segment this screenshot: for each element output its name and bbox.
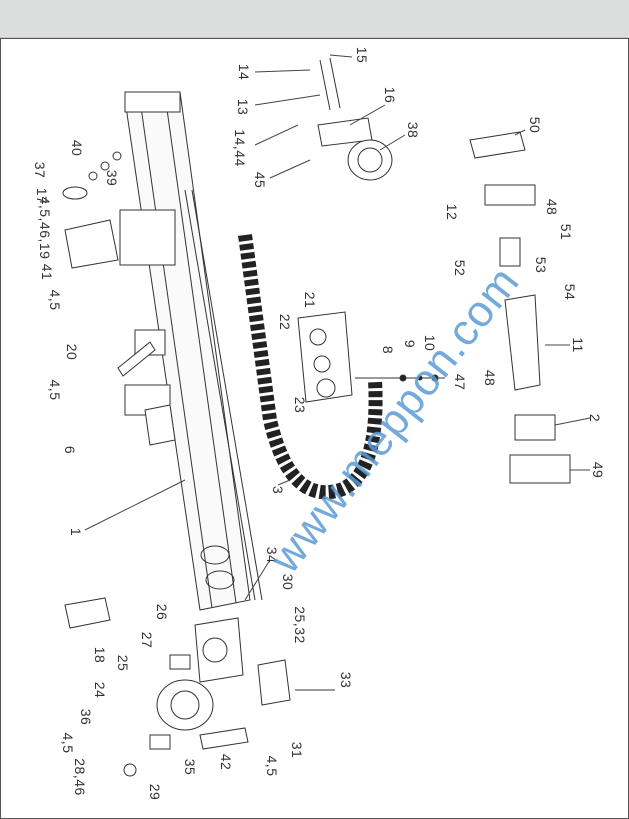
part-label: 45 <box>252 171 268 189</box>
part-label: 14 <box>236 63 252 81</box>
part-label: 42 <box>218 753 234 771</box>
part-label: 25 <box>115 654 131 672</box>
part-label: 16 <box>382 86 398 104</box>
part-label: 6 <box>62 445 78 455</box>
part-label: 50 <box>527 116 543 134</box>
part-label: 52 <box>452 259 468 277</box>
part-label: 40 <box>69 139 85 157</box>
part-label: 54 <box>562 283 578 301</box>
part-label: 35 <box>182 758 198 776</box>
part-label: 26 <box>154 603 170 621</box>
part-label: 51 <box>558 223 574 241</box>
part-label: 13 <box>235 98 251 116</box>
part-label: 8 <box>380 345 396 355</box>
part-label: 11 <box>570 337 586 353</box>
part-label: 25,32 <box>292 606 308 644</box>
part-label: 15 <box>354 46 370 64</box>
part-label: 37 <box>32 161 48 179</box>
part-label: 4,5 <box>60 732 76 754</box>
part-label: 28,46 <box>72 758 88 796</box>
part-label: 4,5 <box>47 289 63 311</box>
part-label: 38 <box>405 121 421 139</box>
part-label: 31 <box>289 741 305 759</box>
part-label: 21 <box>302 291 318 309</box>
part-label: 39 <box>104 169 120 187</box>
part-label: 4,5,46,19 <box>37 196 53 260</box>
part-label: 4,5 <box>47 379 63 401</box>
part-label: 22 <box>277 313 293 331</box>
part-label: 12 <box>444 203 460 221</box>
part-label: 24 <box>92 681 108 699</box>
part-label: 1 <box>68 527 84 537</box>
part-label: 27 <box>139 631 155 649</box>
part-label: 41 <box>39 263 55 281</box>
part-label: 20 <box>64 343 80 361</box>
part-label: 36 <box>78 708 94 726</box>
part-label: 49 <box>590 461 606 479</box>
part-label: 33 <box>338 671 354 689</box>
part-label: 18 <box>92 646 108 664</box>
part-label: 9 <box>402 339 418 349</box>
part-label: 53 <box>533 256 549 274</box>
part-label: 4,5 <box>264 755 280 777</box>
part-label: 29 <box>147 783 163 801</box>
part-label: 14,44 <box>232 129 248 167</box>
part-label: 2 <box>587 413 603 423</box>
drag-chain <box>238 234 383 500</box>
part-label: 48 <box>544 198 560 216</box>
part-label: 48 <box>482 369 498 387</box>
part-label: 23 <box>292 396 308 414</box>
top-bar <box>0 0 629 38</box>
part-label: 3 <box>270 485 286 495</box>
